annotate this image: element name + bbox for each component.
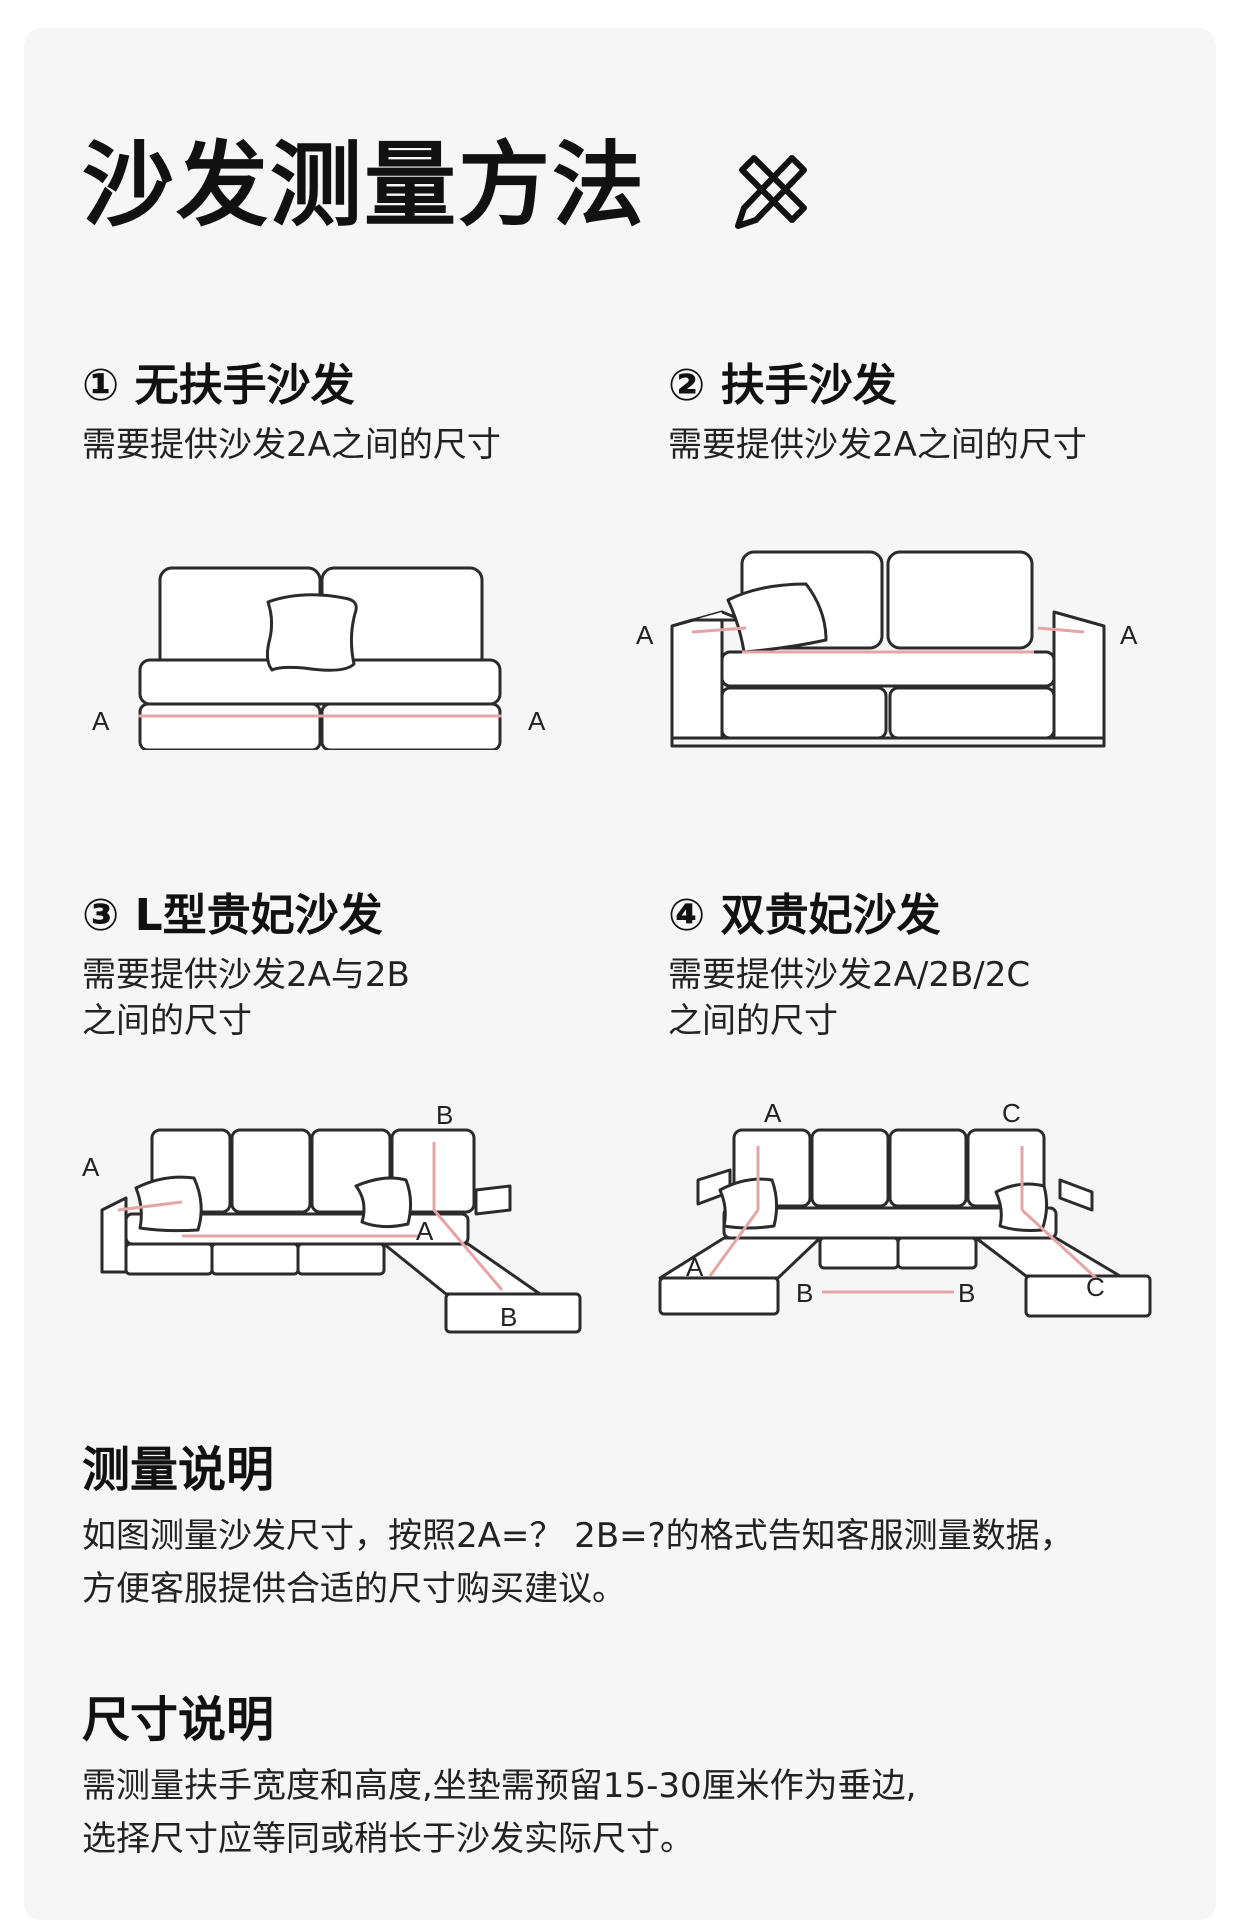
page-title: 沙发测量方法: [82, 132, 647, 239]
section-desc: 需要提供沙发2A之间的尺寸: [668, 424, 1087, 465]
measurement-note-title: 测量说明: [82, 1442, 275, 1498]
label-a-left: A: [82, 1152, 100, 1182]
label-b-top: B: [436, 1100, 453, 1130]
section-double-chaise: ④ 双贵妃沙发 需要提供沙发2A/2B/2C 之间的尺寸: [668, 890, 1030, 1045]
content-card: [24, 28, 1216, 1920]
label-a-left: A: [92, 706, 110, 736]
section-desc: 需要提供沙发2A之间的尺寸: [82, 424, 501, 465]
section-no-armrest: ① 无扶手沙发 需要提供沙发2A之间的尺寸: [82, 360, 501, 469]
section-title: ④ 双贵妃沙发: [668, 890, 941, 941]
label-a-left: A: [636, 620, 654, 650]
l-chaise-sofa-diagram: A A B B: [82, 1100, 582, 1334]
label-a-bottom: A: [686, 1252, 704, 1282]
double-chaise-sofa-diagram: A A B B C C: [658, 1098, 1152, 1318]
label-a-right: A: [528, 706, 546, 736]
section-title: ② 扶手沙发: [668, 360, 897, 411]
label-b-left: B: [796, 1278, 813, 1308]
section-l-chaise: ③ L型贵妃沙发 需要提供沙发2A与2B 之间的尺寸: [82, 890, 410, 1045]
size-note-text: 需测量扶手宽度和高度,坐垫需预留15-30厘米作为垂边, 选择尺寸应等同或稍长于…: [82, 1766, 917, 1859]
measurement-note-text: 如图测量沙发尺寸，按照2A=？ 2B=?的格式告知客服测量数据， 方便客服提供合…: [82, 1516, 1074, 1609]
section-armrest: ② 扶手沙发 需要提供沙发2A之间的尺寸: [668, 360, 1087, 469]
size-note-title: 尺寸说明: [82, 1692, 275, 1748]
label-c-top: C: [1002, 1098, 1021, 1128]
label-a-inner: A: [416, 1216, 434, 1246]
label-b-bottom: B: [500, 1302, 517, 1332]
section-desc: 需要提供沙发2A/2B/2C 之间的尺寸: [668, 954, 1031, 1041]
section-title: ③ L型贵妃沙发: [82, 890, 383, 941]
label-c-bottom: C: [1086, 1272, 1105, 1302]
ruler-pencil-cross-icon: [735, 155, 807, 229]
armrest-sofa-diagram: A A: [636, 550, 1138, 748]
section-title: ① 无扶手沙发: [82, 360, 355, 411]
no-armrest-sofa-diagram: A A: [92, 566, 546, 750]
section-desc: 需要提供沙发2A与2B 之间的尺寸: [82, 954, 410, 1041]
label-a-right: A: [1120, 620, 1138, 650]
label-b-right: B: [958, 1278, 975, 1308]
label-a-top: A: [764, 1098, 782, 1128]
